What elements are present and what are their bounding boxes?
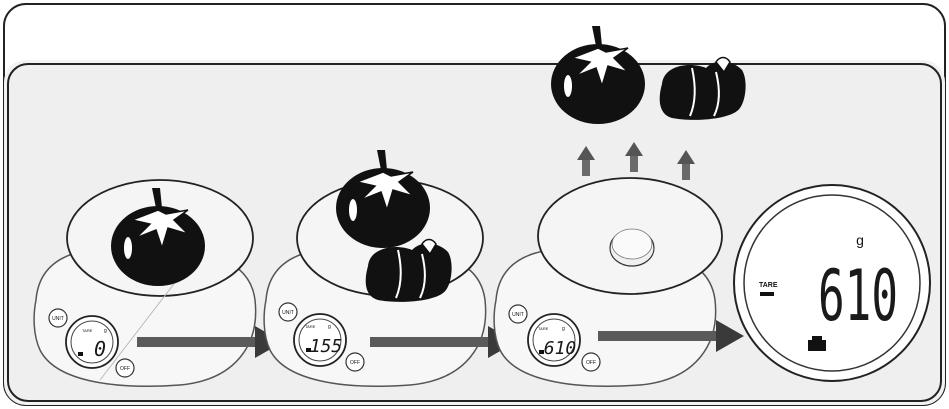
tare-label: TARE [305, 324, 316, 329]
unit-symbol: g [104, 328, 107, 334]
unit-button-label: UNIT [512, 312, 524, 318]
zoomed-display: g TARE 610 [733, 184, 931, 382]
tare-label: TARE [538, 326, 549, 331]
tare-label: TARE [82, 328, 93, 333]
unit-symbol: g [562, 326, 565, 332]
reading-0: 0 [94, 337, 106, 361]
unit-symbol: g [328, 324, 331, 330]
tare-label: TARE [759, 282, 778, 289]
scale-panel-3: UNIT OFF TARE g 610 [493, 177, 723, 387]
scale-panel-2: UNIT OFF TARE g 155 [263, 149, 487, 387]
reading-610: 610 [544, 338, 577, 359]
scale-panel-1: UNIT OFF TARE g 0 [33, 179, 257, 387]
off-button-label: OFF [350, 360, 360, 366]
tare-indicator [760, 292, 774, 296]
unit-symbol: g [856, 232, 864, 248]
zoom-reading: 610 [818, 255, 898, 337]
off-button-label: OFF [586, 360, 596, 366]
weight-icon [808, 336, 826, 351]
unit-button-label: UNIT [282, 310, 294, 316]
unit-button-label: UNIT [52, 316, 64, 322]
reading-155: 155 [310, 336, 343, 357]
off-button-label: OFF [120, 366, 130, 372]
